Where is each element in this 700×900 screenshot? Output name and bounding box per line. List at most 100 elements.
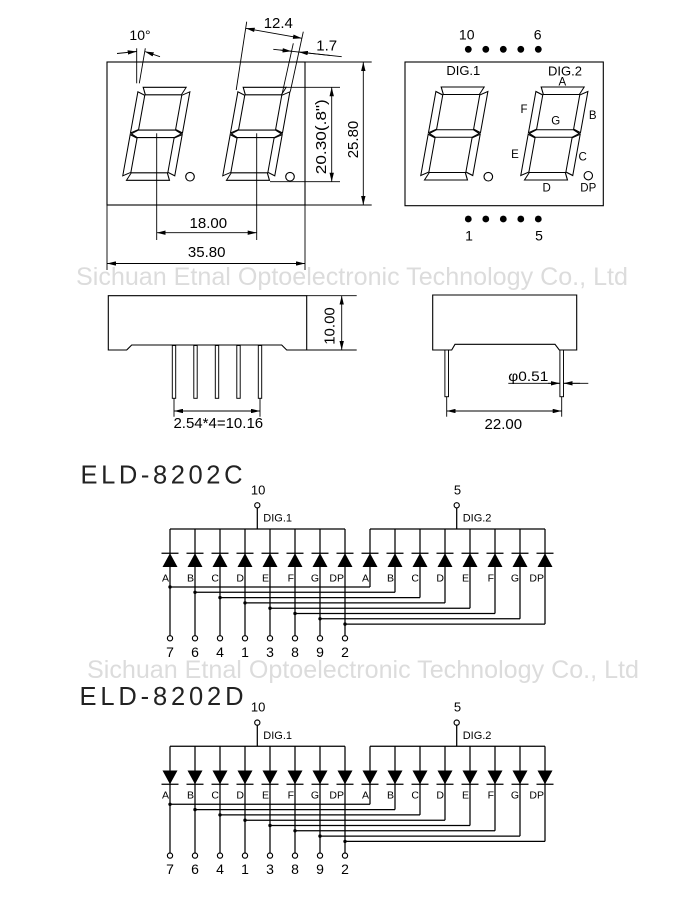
dim-arrow-segment-width-left xyxy=(279,48,292,53)
diode-triangle xyxy=(287,553,303,567)
segment-g-outline xyxy=(528,129,581,138)
extension-line-angle-slant xyxy=(138,48,146,84)
segment-label: E xyxy=(462,572,469,584)
segment-label: F xyxy=(488,790,494,802)
diode-triangle xyxy=(487,553,503,567)
pin-lead xyxy=(214,345,220,399)
diode-triangle xyxy=(362,770,378,785)
diode-triangle xyxy=(537,553,553,567)
pin-label-top-right: 6 xyxy=(534,26,542,42)
dim-label-height: 10.00 xyxy=(322,307,339,345)
common-pin-terminal xyxy=(453,719,460,726)
diode-triangle xyxy=(462,770,478,785)
segment-d-outline xyxy=(225,172,271,181)
schematic-title: ELD-8202C xyxy=(81,461,243,489)
segment-label-f: F xyxy=(520,104,527,116)
decimal-point-2 xyxy=(285,171,295,182)
pin-dot-bottom xyxy=(499,215,507,223)
segment-e-outline xyxy=(122,133,138,177)
segment-label: D xyxy=(236,572,244,584)
schematic-title: ELD-8202D xyxy=(80,683,244,711)
end-view: 22.00 φ0.51 xyxy=(432,294,589,433)
segment-label: C xyxy=(411,572,419,584)
segment-pin-terminal xyxy=(291,852,299,859)
diode-triangle xyxy=(187,553,203,567)
segment-label: DP xyxy=(529,572,544,584)
dim-label-pin-pitch: 2.54*4=10.16 xyxy=(173,415,263,432)
pin-dot-top xyxy=(499,45,507,53)
segment-pin-terminal xyxy=(316,852,324,859)
diode-triangle xyxy=(387,553,403,567)
diode-triangle xyxy=(262,770,278,785)
segment-c-outline xyxy=(465,133,481,177)
pin-label-bottom-right: 5 xyxy=(535,227,543,243)
junction-dot xyxy=(318,617,322,621)
pin-lead xyxy=(257,345,263,399)
segment-pin-number: 3 xyxy=(266,644,274,660)
segment-g-outline xyxy=(230,129,283,139)
segment-label: B xyxy=(387,572,394,584)
diode-triangle xyxy=(462,553,478,567)
dim-label-slant-angle: 10° xyxy=(129,27,150,43)
schematic-eld-8202d: ELD-8202D 10DIG.1A7B6C4D1E3F8G9DP25DIG.2… xyxy=(80,683,554,877)
pin-view-digit-2-outline xyxy=(520,86,589,181)
pin-dot-bottom xyxy=(534,215,542,223)
diode-triangle xyxy=(412,553,428,567)
schematic-eld-8202c: ELD-8202C 10DIG.1A7B6C4D1E3F8G9DP25DIG.2… xyxy=(81,461,554,660)
dim-label-digit-pitch: 18.00 xyxy=(190,215,228,232)
pin-view-decimal-point-2 xyxy=(583,170,594,181)
digit-1-outline xyxy=(122,86,191,181)
common-pin-terminal xyxy=(254,502,261,509)
segment-label: DP xyxy=(529,790,544,802)
dim-label-body-width: 35.80 xyxy=(188,244,226,261)
pin-dot-bottom xyxy=(517,215,525,223)
pin-view-decimal-point-1 xyxy=(483,171,494,182)
junction-dot xyxy=(193,807,197,812)
segment-pin-terminal xyxy=(266,635,274,642)
pin-view-digit-1-outline xyxy=(420,86,489,181)
diode-triangle xyxy=(337,770,353,785)
diode-triangle xyxy=(512,553,528,567)
side-view: 10.00 2.54*4=10.16 xyxy=(107,295,357,432)
segment-a-outline xyxy=(242,86,288,96)
common-pin-number: 5 xyxy=(454,700,461,715)
dim-label-row-spacing: 22.00 xyxy=(485,416,523,433)
digit-common-label: DIG.1 xyxy=(263,513,292,525)
junction-dot xyxy=(268,823,272,828)
segment-pin-number: 7 xyxy=(166,861,174,877)
segment-d-outline xyxy=(523,171,569,181)
digit-common-label: DIG.1 xyxy=(263,730,292,742)
pin-dot-top xyxy=(517,45,525,53)
segment-a-outline xyxy=(440,86,486,96)
digit-label-1: DIG.1 xyxy=(446,63,480,78)
segment-pin-number: 6 xyxy=(191,861,199,877)
watermark-text: Sichuan Etnal Optoelectronic Technology … xyxy=(76,263,628,291)
pin-label-top-left: 10 xyxy=(459,26,475,42)
segment-label: F xyxy=(288,572,294,584)
diode-triangle xyxy=(537,770,553,785)
segment-label: A xyxy=(362,572,369,584)
segment-pin-number: 4 xyxy=(216,644,224,660)
diode-triangle xyxy=(512,770,528,785)
diode-triangle xyxy=(337,553,353,567)
segment-pin-number: 9 xyxy=(316,861,324,877)
diode-triangle xyxy=(162,770,178,785)
segment-d-outline xyxy=(125,172,171,181)
junction-dot xyxy=(318,834,322,838)
diode-triangle xyxy=(237,553,253,567)
digit-common-label: DIG.2 xyxy=(463,513,492,525)
segment-b-outline xyxy=(473,90,489,134)
pin-lead xyxy=(444,349,449,398)
junction-dot xyxy=(218,813,222,817)
common-pin-terminal xyxy=(453,502,460,509)
segment-pin-number: 8 xyxy=(291,861,299,877)
segment-pin-number: 2 xyxy=(341,861,349,877)
segment-pin-number: 9 xyxy=(316,644,324,660)
segment-label: F xyxy=(288,790,294,802)
extension-line-digit-width-left xyxy=(235,21,248,91)
dim-arrow-angle-left xyxy=(116,50,137,55)
segment-pin-terminal xyxy=(266,852,274,859)
segment-f-outline xyxy=(229,90,246,134)
pin-dot-bottom xyxy=(482,215,490,223)
diode-triangle xyxy=(312,770,328,785)
